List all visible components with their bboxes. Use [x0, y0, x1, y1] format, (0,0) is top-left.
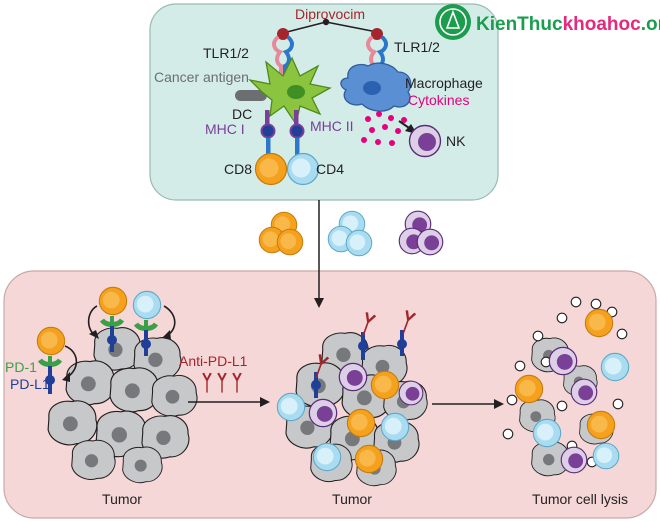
watermark-part2: khoahoc [563, 14, 642, 35]
diprovocim-molecule [282, 18, 378, 34]
down-arrow [314, 200, 324, 308]
cd8-label: CD8 [224, 161, 252, 177]
nk-cell-cluster [398, 210, 444, 256]
blocked-pdl1 [310, 309, 417, 398]
tlr-right-label: TLR1/2 [394, 39, 440, 55]
right-arrow-2 [432, 399, 504, 409]
cd8-t-cell-icon [254, 152, 288, 186]
cd4-t-cell-icon [286, 152, 320, 186]
tlr-receptor-icon [272, 28, 294, 88]
watermark-logo [435, 4, 471, 40]
tumor-middle-label: Tumor [332, 491, 372, 507]
inhibition-arrows [62, 305, 176, 382]
top-panel [149, 3, 499, 201]
tumor-left-label: Tumor [102, 491, 142, 507]
tumor-lysis-label: Tumor cell lysis [532, 491, 628, 507]
tlr-left-label: TLR1/2 [203, 45, 249, 61]
cancer-antigen-label: Cancer antigen [154, 69, 249, 85]
watermark-text: KienThuckhoahoc.org [476, 14, 660, 35]
cytokines-dots [361, 111, 407, 146]
macrophage-icon [340, 62, 412, 112]
dendritic-cell-icon [248, 56, 332, 126]
cd8-cell-cluster [258, 211, 304, 256]
cd4-label: CD4 [316, 161, 344, 177]
pd1-pdl1-complex [36, 286, 162, 394]
macrophage-label: Macrophage [405, 75, 483, 91]
anti-pdl1-label: Anti-PD-L1 [179, 353, 248, 369]
cd4-cell-cluster [327, 210, 373, 257]
cancer-antigen-icon [235, 90, 267, 101]
mhc1-label: MHC I [205, 121, 245, 137]
right-arrow-1 [188, 397, 270, 407]
pdl1-label: PD-L1 [10, 376, 50, 392]
dc-label: DC [232, 106, 252, 122]
cytokines-label: Cytokines [408, 92, 469, 108]
pd1-label: PD-1 [5, 359, 37, 375]
nk-cell-icon [408, 124, 442, 158]
diprovocim-label: Diprovocim [295, 6, 365, 22]
mhc2-label: MHC II [310, 118, 354, 134]
nk-label: NK [446, 133, 466, 149]
mhc1-receptor-icon [260, 110, 276, 160]
watermark-part3: .org [641, 14, 660, 35]
mhc2-receptor-icon [289, 110, 305, 160]
watermark-part1: KienThuc [476, 14, 563, 35]
